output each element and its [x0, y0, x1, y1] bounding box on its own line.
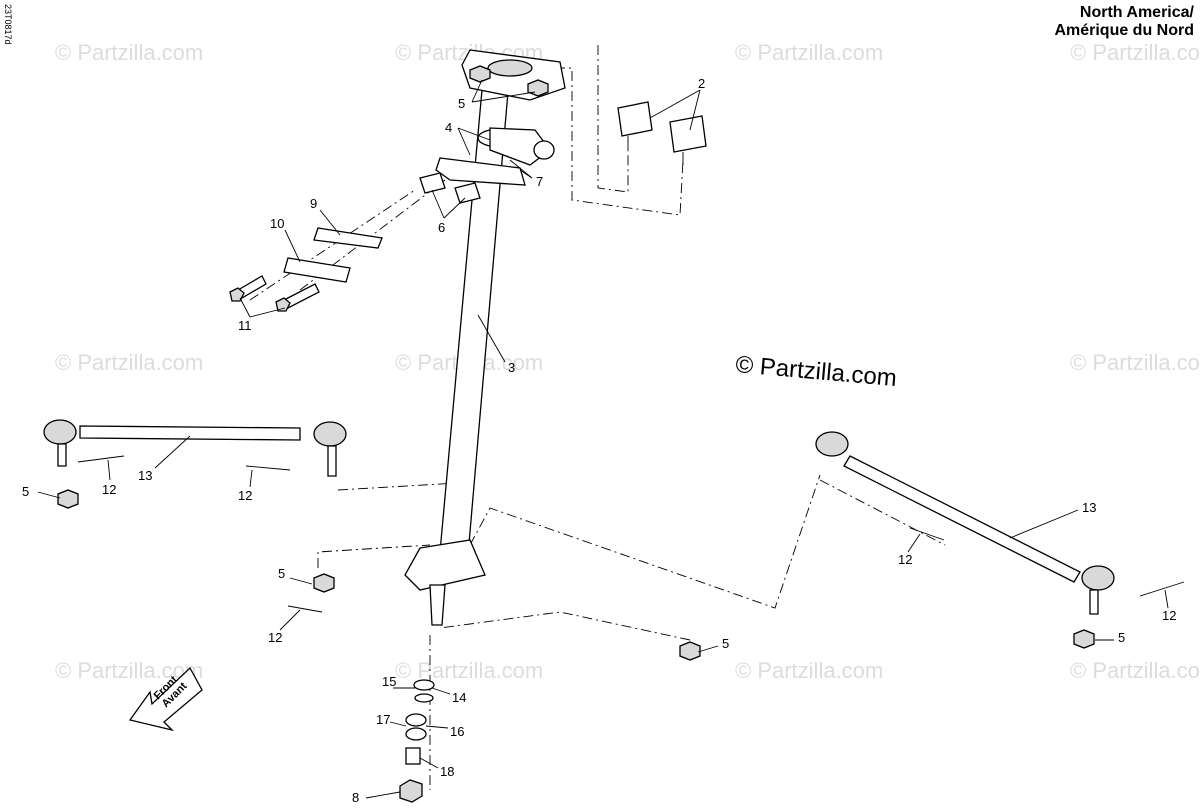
callout-6: 6	[438, 220, 445, 235]
tie-rod-left	[43, 419, 347, 477]
nut-top-left	[469, 65, 491, 83]
lower-stack	[399, 679, 435, 803]
bushings	[419, 172, 481, 204]
watermark: © Partzilla.com	[1070, 350, 1200, 375]
watermark: © Partzilla.com	[1070, 658, 1200, 683]
steering-clamp	[435, 127, 555, 186]
leader-lines	[37, 79, 1169, 799]
nut-left	[57, 489, 79, 509]
nut-top-right	[527, 79, 549, 97]
callout-5: 5	[22, 484, 29, 499]
callout-12: 12	[238, 488, 252, 503]
region-label-line2: Amérique du Nord	[1054, 22, 1194, 39]
callout-16: 16	[450, 724, 464, 739]
copyright-text: © Partzilla.com	[734, 351, 897, 392]
bolt-left	[229, 275, 267, 302]
bracket	[313, 227, 383, 249]
callout-12: 12	[1162, 608, 1176, 623]
callout-18: 18	[440, 764, 454, 779]
callout-10: 10	[270, 216, 284, 231]
callout-5: 5	[458, 96, 465, 111]
callout-12: 12	[268, 630, 282, 645]
callout-12: 12	[898, 552, 912, 567]
region-label-line1: North America/	[1079, 4, 1194, 21]
bolt-right	[275, 283, 320, 312]
callout-5: 5	[722, 636, 729, 651]
watermark: © Partzilla.com	[735, 40, 883, 65]
nut-center	[679, 641, 701, 661]
callout-15: 15	[382, 674, 396, 689]
callout-11: 11	[238, 318, 252, 333]
callout-7: 7	[536, 174, 543, 189]
watermark: © Partzilla.com	[395, 658, 543, 683]
callout-13: 13	[138, 468, 152, 483]
callout-5: 5	[278, 566, 285, 581]
cotter-pins	[77, 455, 1185, 613]
callout-4: 4	[445, 120, 452, 135]
plate	[283, 257, 351, 283]
steering-column	[404, 49, 566, 626]
callout-3: 3	[508, 360, 515, 375]
callout-17: 17	[376, 712, 390, 727]
tie-rod-right	[815, 431, 1115, 615]
region-label: North America/ Amérique du Nord	[1054, 4, 1194, 40]
watermark: © Partzilla.com	[1070, 40, 1200, 65]
front-arrow: Front Avant	[128, 666, 203, 732]
callouts: 2 5 4 7 6 9 10 11 3 13 5 12 12 5 12 5 13…	[22, 76, 1176, 805]
coupler-upper	[617, 101, 653, 150]
callout-8: 8	[352, 790, 359, 805]
callout-12: 12	[102, 482, 116, 497]
watermark: © Partzilla.com	[55, 40, 203, 65]
watermark: © Partzilla.com	[735, 658, 883, 683]
nut-mid	[313, 573, 335, 593]
callout-2: 2	[698, 76, 705, 91]
watermark: © Partzilla.com	[55, 350, 203, 375]
nut-right	[1073, 629, 1095, 649]
callout-9: 9	[310, 196, 317, 211]
coupler-lower	[669, 115, 707, 165]
callout-14: 14	[452, 690, 466, 705]
watermarks: © Partzilla.com © Partzilla.com © Partzi…	[55, 40, 1200, 683]
callout-5: 5	[1118, 630, 1125, 645]
callout-13: 13	[1082, 500, 1096, 515]
